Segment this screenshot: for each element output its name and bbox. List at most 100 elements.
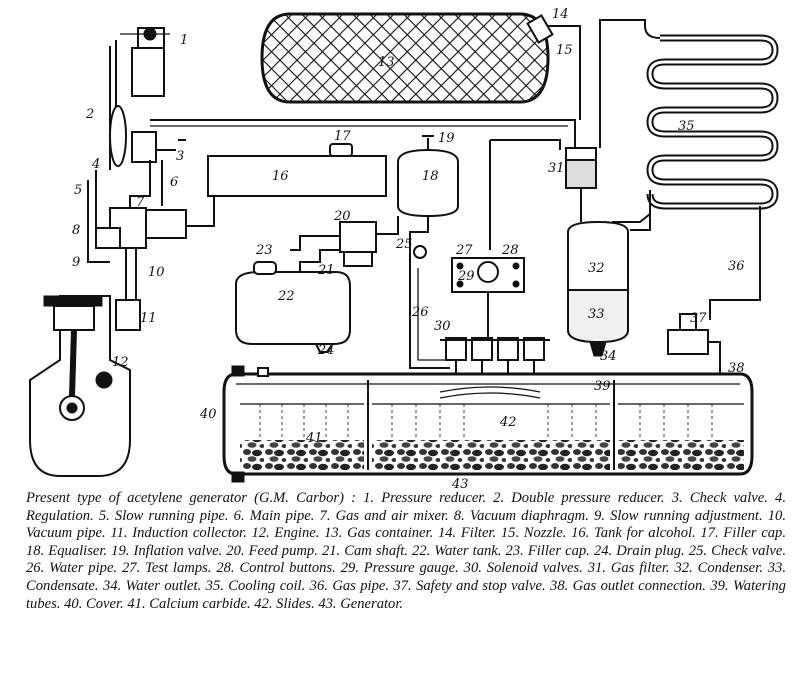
caption-item: 12. Engine. (251, 525, 320, 542)
caption-item: 36. Gas pipe. (309, 577, 390, 594)
condenser (567, 220, 629, 357)
label-20: 20 (333, 209, 351, 224)
label-23: 23 (255, 243, 273, 258)
engine (29, 295, 131, 477)
label-24: 24 (317, 343, 335, 358)
label-21: 21 (317, 263, 335, 278)
label-2: 2 (85, 107, 94, 122)
caption-intro: Present type of acetylene generator (G.M… (26, 490, 356, 506)
part-number-labels: 1 2 3 4 5 6 7 8 9 10 11 12 13 14 15 16 1… (72, 7, 745, 490)
label-37: 37 (690, 311, 707, 326)
caption-item: 4. Regulation. (26, 490, 786, 524)
label-26: 26 (411, 305, 429, 320)
label-19: 19 (438, 131, 455, 146)
gas-air-mixer (87, 160, 187, 331)
label-33: 33 (588, 307, 605, 322)
label-36: 36 (728, 259, 745, 274)
caption-item: 21. Cam shaft. (321, 542, 408, 559)
caption-item: 31. Gas filter. (587, 560, 670, 577)
label-6: 6 (170, 175, 178, 190)
caption-item: 9. Slow running adjustment. (594, 507, 763, 524)
gas-pipe (630, 190, 761, 320)
label-29: 29 (457, 269, 475, 284)
water-tank (235, 249, 351, 353)
caption-item: 28. Control buttons. (216, 560, 336, 577)
label-12: 12 (112, 355, 129, 370)
water-pipe (409, 260, 450, 369)
label-8: 8 (72, 223, 80, 238)
cooling-coil (599, 19, 779, 210)
label-1: 1 (180, 33, 188, 48)
caption-item: 33. Condensate. (26, 560, 786, 594)
caption-item: 18. Equaliser. (26, 542, 108, 559)
label-27: 27 (455, 243, 473, 258)
caption-item: 3. Check valve. (671, 490, 768, 506)
label-32: 32 (588, 261, 605, 276)
label-39: 39 (594, 379, 611, 394)
caption-item: 5. Slow running pipe. (98, 507, 229, 524)
label-7: 7 (136, 195, 145, 210)
caption-item: 34. Water outlet. (102, 577, 202, 594)
caption-item: 17. Filler cap. (700, 525, 786, 542)
generator (222, 365, 754, 483)
label-9: 9 (72, 255, 80, 270)
label-41: 41 (305, 431, 323, 446)
gas-container (260, 12, 550, 104)
alcohol-tank (186, 143, 387, 227)
label-10: 10 (148, 265, 165, 280)
caption-item: 6. Main pipe. (233, 507, 315, 524)
caption-item: 29. Pressure gauge. (340, 560, 459, 577)
gas-filter (565, 147, 597, 222)
caption-item: 8. Vacuum diaphragm. (453, 507, 589, 524)
caption-item: 23. Filler cap. (505, 542, 590, 559)
caption-item: 37. Safety and stop valve. (393, 577, 546, 594)
label-25: 25 (395, 237, 413, 252)
label-38: 38 (728, 361, 745, 376)
caption-item: 35. Cooling coil. (205, 577, 306, 594)
figure-caption: Present type of acetylene generator (G.M… (26, 490, 786, 676)
label-11: 11 (140, 311, 157, 326)
control-panel (451, 257, 525, 340)
label-16: 16 (272, 169, 289, 184)
label-31: 31 (548, 161, 565, 176)
caption-item: 27. Test lamps. (121, 560, 212, 577)
caption-item: 1. Pressure reducer. (363, 490, 487, 506)
caption-item: 42. Slides. (254, 595, 315, 612)
acetylene-generator-diagram: 1 2 3 4 5 6 7 8 9 10 11 12 13 14 15 16 1… (29, 7, 779, 490)
label-15: 15 (556, 43, 573, 58)
caption-item: 16. Tank for alcohol. (571, 525, 696, 542)
pressure-reducer (109, 27, 186, 170)
caption-item: 32. Condenser. (674, 560, 763, 577)
caption-item: 22. Water tank. (411, 542, 502, 559)
caption-item: 41. Calcium carbide. (127, 595, 251, 612)
caption-item: 38. Gas outlet connection. (550, 577, 706, 594)
label-17: 17 (334, 129, 351, 144)
label-13: 13 (378, 55, 395, 70)
caption-item: 7. Gas and air mixer. (319, 507, 449, 524)
caption-item: 13. Gas container. (324, 525, 434, 542)
caption-item: 30. Solenoid valves. (463, 560, 583, 577)
feed-pump (290, 216, 399, 267)
label-35: 35 (678, 119, 695, 134)
caption-item: 10. Vacuum pipe. (26, 507, 786, 542)
label-18: 18 (422, 169, 439, 184)
caption-item: 11. Induction collector. (110, 525, 247, 542)
label-22: 22 (277, 289, 295, 304)
caption-item: 14. Filter. (437, 525, 497, 542)
caption-item: 40. Cover. (64, 595, 124, 612)
caption-item: 15. Nozzle. (500, 525, 567, 542)
label-34: 34 (600, 349, 617, 364)
caption-item: 24. Drain plug. (593, 542, 685, 559)
label-28: 28 (501, 243, 519, 258)
label-43: 43 (451, 477, 469, 490)
label-30: 30 (434, 319, 451, 334)
label-42: 42 (499, 415, 517, 430)
equaliser (397, 135, 459, 260)
caption-item: 19. Inflation valve. (111, 542, 223, 559)
label-5: 5 (74, 183, 82, 198)
solenoid-valves (440, 337, 550, 390)
caption-item: 2. Double pressure reducer. (493, 490, 665, 506)
label-4: 4 (91, 157, 100, 172)
caption-item: 20. Feed pump. (226, 542, 318, 559)
safety-valve (667, 313, 721, 374)
